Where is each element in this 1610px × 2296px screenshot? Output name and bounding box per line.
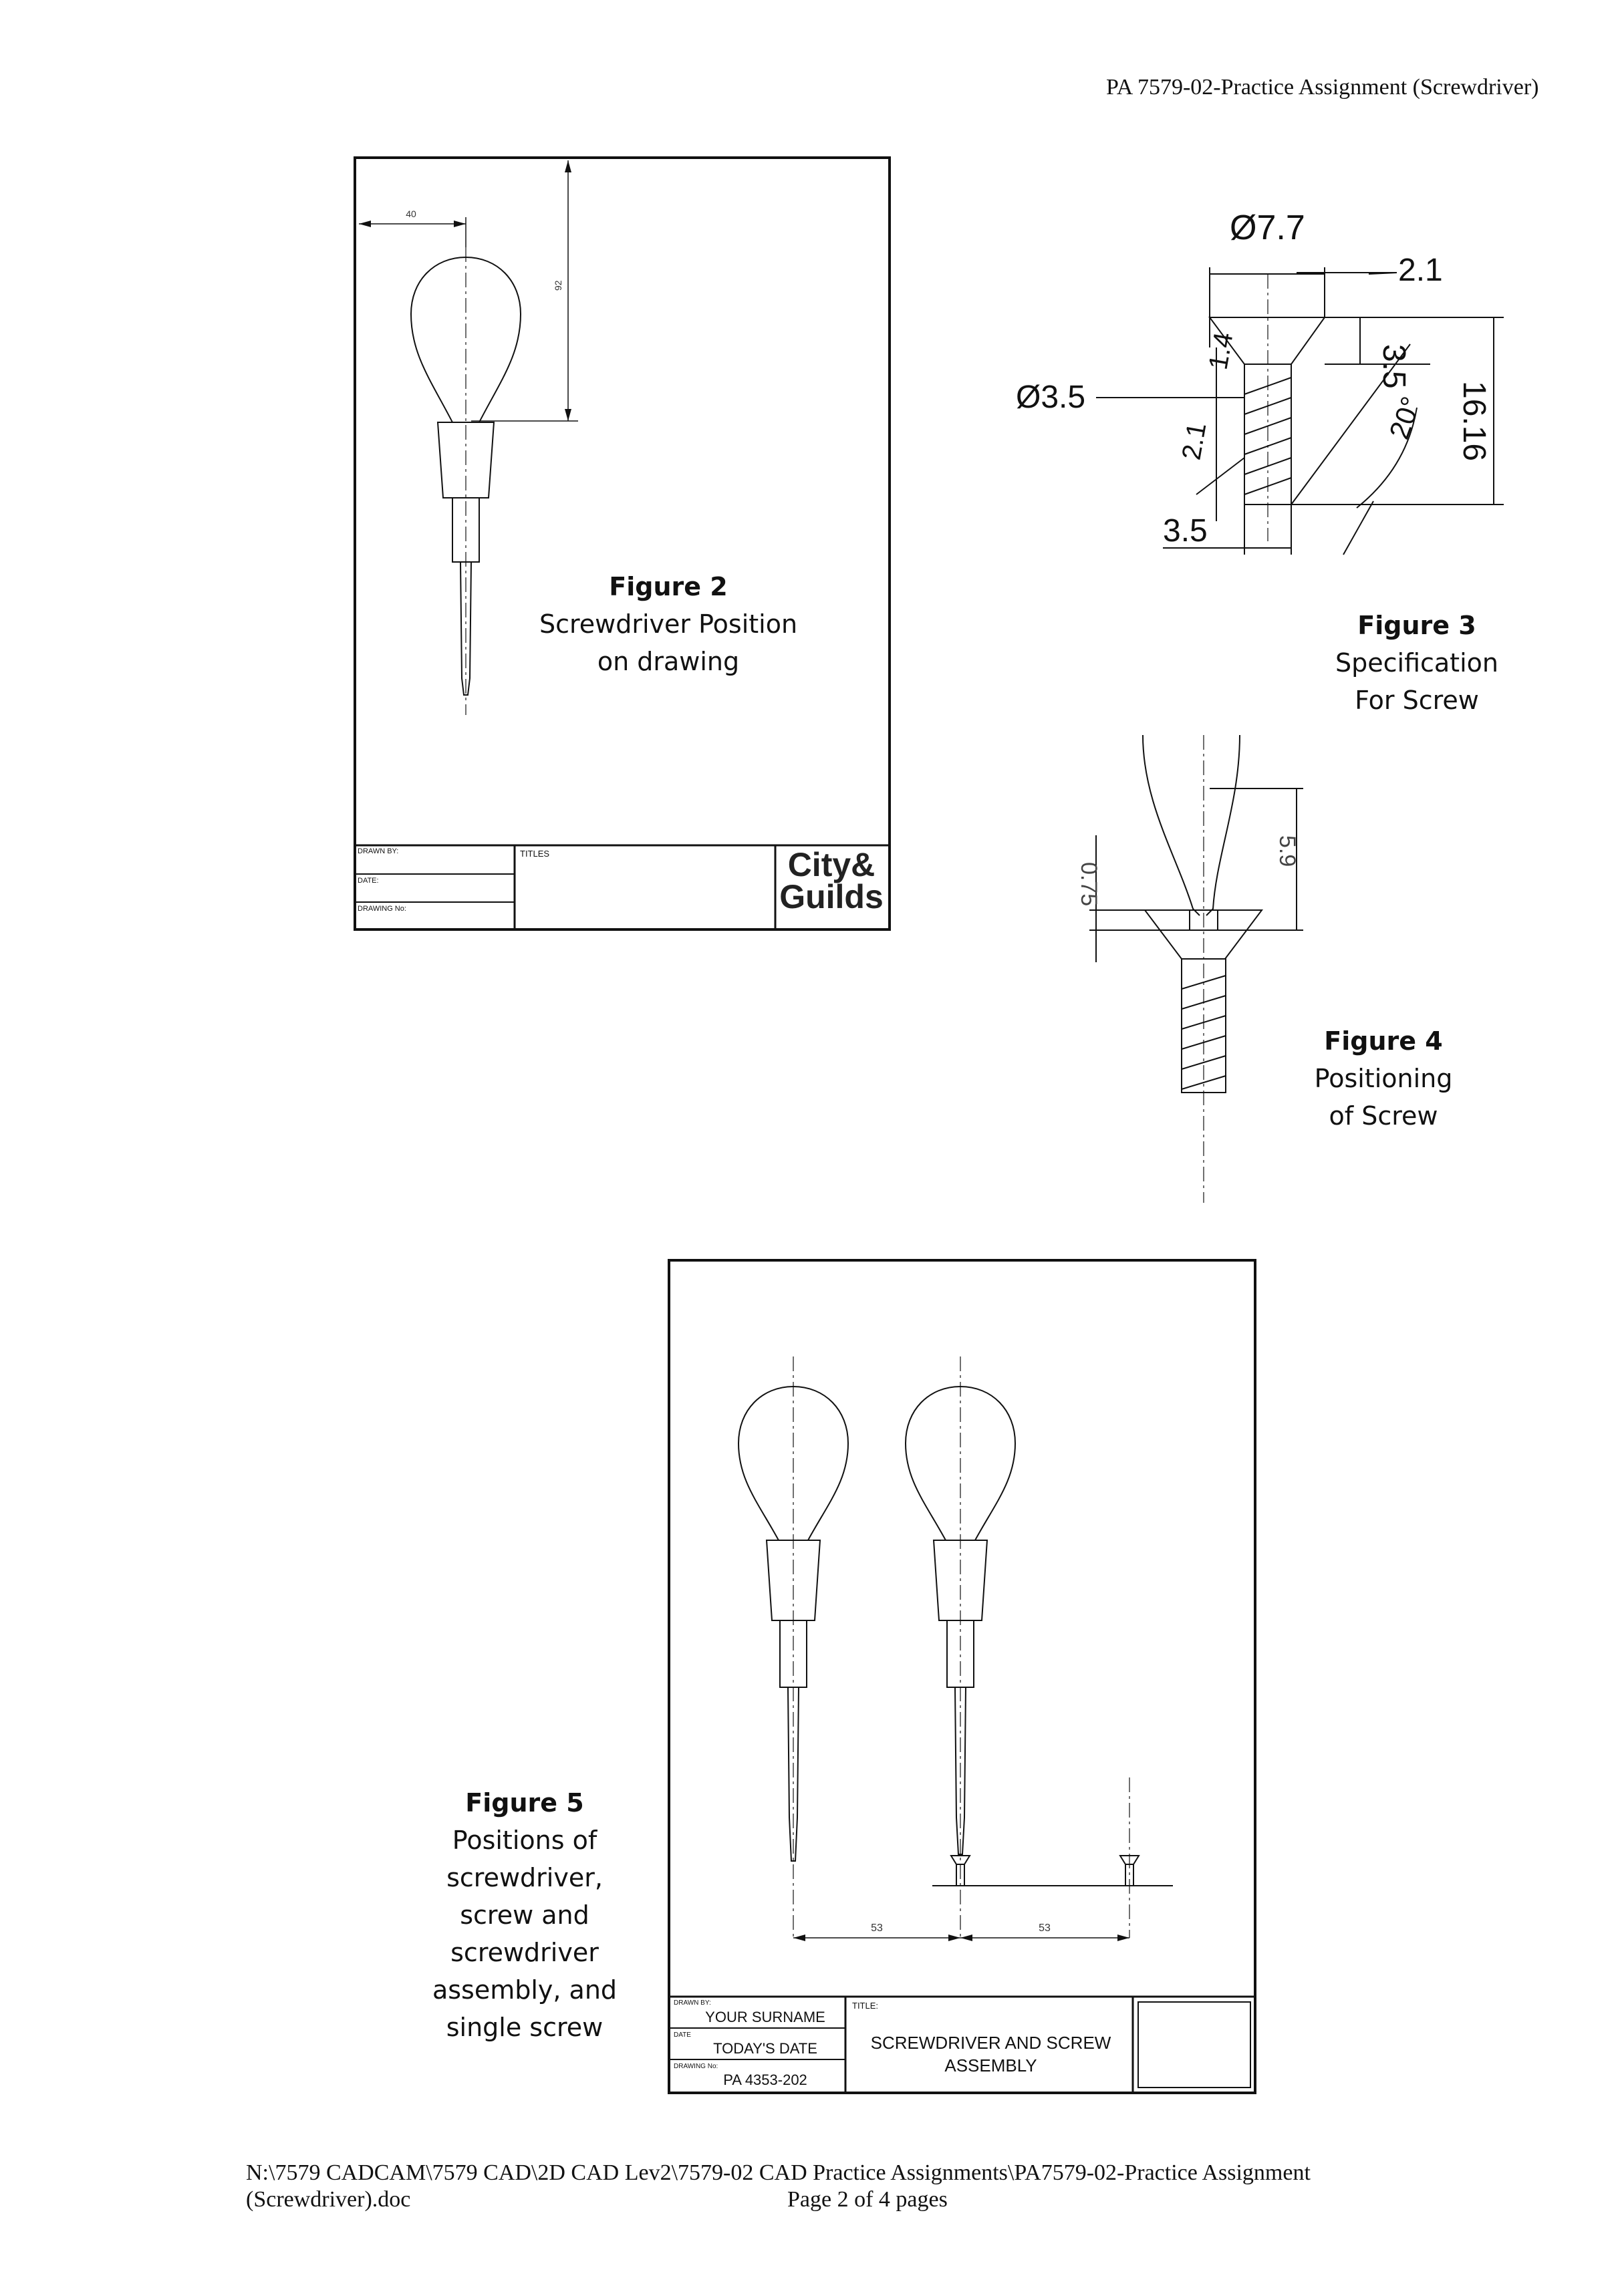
fig5-date-value: TODAY'S DATE [713,2040,817,2057]
fig5-drawn-by-value: YOUR SURNAME [705,2009,825,2025]
fig5-single-screw [1119,1777,1140,1938]
figure-5-caption: Figure 5 Positions of screwdriver, screw… [432,1788,618,2042]
fig5-screwdriver-2 [904,1356,1017,1938]
figure-3-caption: Figure 3 Specification For Screw [1335,611,1498,715]
fig3-screw [1096,267,1504,555]
fig5-title-label: TITLE: [852,2001,879,2011]
fig5-drawn-by-label: DRAWN BY: [674,1999,711,2007]
footer-file-path-line2: (Screwdriver).doc [246,2187,411,2212]
fig5-title-value: SCREWDRIVER AND SCREW ASSEMBLY [870,2033,1111,2075]
fig3-dim-2-1: 2.1 [1177,420,1212,462]
figure-5-drawing: 53 53 [668,1259,1256,2094]
fig2-dim-92: 92 [553,280,563,291]
figure-4-drawing: 0.75 5.9 [1076,735,1303,1203]
footer-page-number: Page 2 of 4 pages [787,2187,948,2212]
fig3-dim-shank-len: 16.16 [1456,381,1492,461]
fig5-drawing-no-label: DRAWING No: [674,2063,718,2070]
fig3-dim-head-dia: Ø7.7 [1230,208,1305,247]
figure-5-border [668,1259,1256,2094]
fig3-dim-top: 2.1 [1398,253,1443,288]
fig2-screwdriver [410,247,522,715]
fig5-dim-right: 53 [1039,1922,1051,1934]
fig3-dim-shank-dia: Ø3.5 [1016,380,1085,415]
figure-2-caption: Figure 2 Screwdriver Position on drawing [539,572,798,676]
fig3-dim-1-4: 1.4 [1204,330,1239,372]
city-guilds-logo: City& Guilds [779,846,884,915]
document-header: PA 7579-02-Practice Assignment (Screwdri… [1106,75,1539,100]
footer-file-path-line1: N:\7579 CADCAM\7579 CAD\2D CAD Lev2\7579… [246,2160,1311,2185]
fig3-dim-angle: 20° [1383,392,1427,443]
fig5-date-label: DATE [674,2031,691,2039]
fig2-titles-label: TITLES [520,849,550,859]
figure-4-caption: Figure 4 Positioning of Screw [1314,1026,1453,1131]
fig2-dim-40: 40 [406,208,416,219]
figure-2-border [354,156,891,931]
fig4-dim-gap: 0.75 [1076,862,1101,906]
fig3-dim-3-5: 3.5 [1163,513,1208,549]
fig2-drawing-no-label: DRAWING No: [358,905,406,913]
figure-3-drawing: Ø7.7 2.1 3.5 16.16 20° Ø3.5 1.4 2.1 3.5 [1016,208,1504,555]
fig4-screwdriver-and-screw [1089,735,1303,1203]
fig5-drawing-no-value: PA 4353-202 [723,2071,807,2088]
fig5-screwdriver-1 [737,1356,849,1938]
fig3-dim-head-h: 3.5 [1376,344,1412,389]
fig2-drawn-by-label: DRAWN BY: [358,847,399,855]
fig2-date-label: DATE: [358,877,379,885]
fig5-dim-left: 53 [871,1922,883,1934]
figure-2-drawing: 40 92 [354,156,891,931]
fig4-dim-depth: 5.9 [1274,835,1300,867]
